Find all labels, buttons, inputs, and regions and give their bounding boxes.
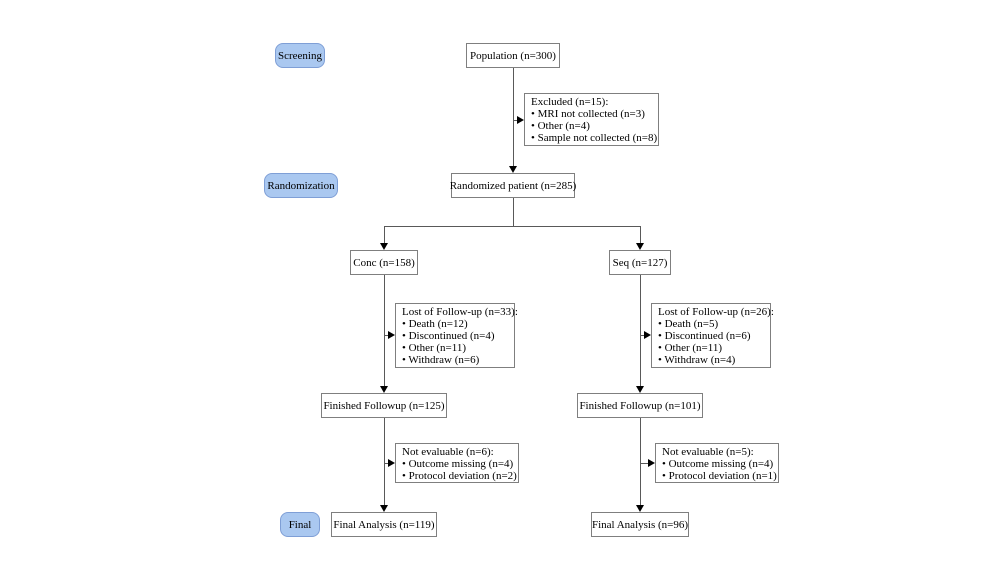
node-lost-followup-conc-item: • Death (n=12) [402,318,468,330]
node-finished-followup-conc: Finished Followup (n=125) [321,393,447,418]
node-final-analysis-seq: Final Analysis (n=96) [591,512,689,537]
arrowhead-right-icon [388,331,395,339]
stage-label-screening: Screening [275,43,325,68]
arrowhead-down-icon [636,243,644,250]
node-randomized: Randomized patient (n=285) [450,173,576,198]
node-lost-followup-conc: Lost of Follow-up (n=33): • Death (n=12)… [395,303,518,368]
node-not-evaluable-conc: Not evaluable (n=6): • Outcome missing (… [395,443,519,483]
node-not-evaluable-seq-title: Not evaluable (n=5): [662,446,754,458]
node-excluded-item: • Sample not collected (n=8) [531,132,658,144]
node-final-analysis-conc: Final Analysis (n=119) [331,512,437,537]
node-not-evaluable-conc-item: • Protocol deviation (n=2) [402,470,517,482]
arrowhead-down-icon [509,166,517,173]
connector-line [640,335,646,336]
node-excluded-item: • MRI not collected (n=3) [531,108,645,120]
node-not-evaluable-seq-item: • Outcome missing (n=4) [662,458,774,470]
connector-line [513,198,514,226]
node-lost-followup-seq-item: • Discontinued (n=6) [658,330,751,342]
node-lost-followup-conc-title: Lost of Follow-up (n=33): [402,306,518,318]
node-lost-followup-seq: Lost of Follow-up (n=26): • Death (n=5) … [651,303,774,368]
arrowhead-down-icon [380,505,388,512]
arrowhead-down-icon [636,386,644,393]
connector-line [640,418,641,505]
node-excluded: Excluded (n=15): • MRI not collected (n=… [524,93,659,146]
connector-line [384,226,385,243]
connector-line [640,275,641,386]
node-conc: Conc (n=158) [350,250,418,275]
node-excluded-title: Excluded (n=15): [531,96,609,108]
node-lost-followup-conc-item: • Discontinued (n=4) [402,330,495,342]
node-population: Population (n=300) [466,43,560,68]
node-not-evaluable-conc-item: • Outcome missing (n=4) [402,458,514,470]
arrowhead-right-icon [388,459,395,467]
arrowhead-down-icon [380,386,388,393]
stage-label-final: Final [280,512,320,537]
arrowhead-right-icon [644,331,651,339]
node-lost-followup-seq-item: • Withdraw (n=4) [658,354,736,366]
arrowhead-down-icon [636,505,644,512]
node-not-evaluable-seq-item: • Protocol deviation (n=1) [662,470,777,482]
connector-line [513,68,514,166]
connector-line [384,463,390,464]
node-lost-followup-seq-title: Lost of Follow-up (n=26): [658,306,774,318]
node-lost-followup-seq-item: • Death (n=5) [658,318,719,330]
node-seq: Seq (n=127) [609,250,671,275]
node-excluded-item: • Other (n=4) [531,120,590,132]
node-not-evaluable-conc-title: Not evaluable (n=6): [402,446,494,458]
arrowhead-down-icon [380,243,388,250]
arrowhead-right-icon [517,116,524,124]
connector-line [640,226,641,243]
stage-label-randomization: Randomization [264,173,338,198]
connector-line [384,226,641,227]
arrowhead-right-icon [648,459,655,467]
node-lost-followup-conc-item: • Withdraw (n=6) [402,354,480,366]
node-not-evaluable-seq: Not evaluable (n=5): • Outcome missing (… [655,443,779,483]
node-lost-followup-conc-item: • Other (n=11) [402,342,467,354]
connector-line [384,418,385,505]
connector-line [384,335,390,336]
node-lost-followup-seq-item: • Other (n=11) [658,342,723,354]
connector-line [384,275,385,386]
connector-line [640,463,649,464]
node-finished-followup-seq: Finished Followup (n=101) [577,393,703,418]
connector-line [513,120,519,121]
